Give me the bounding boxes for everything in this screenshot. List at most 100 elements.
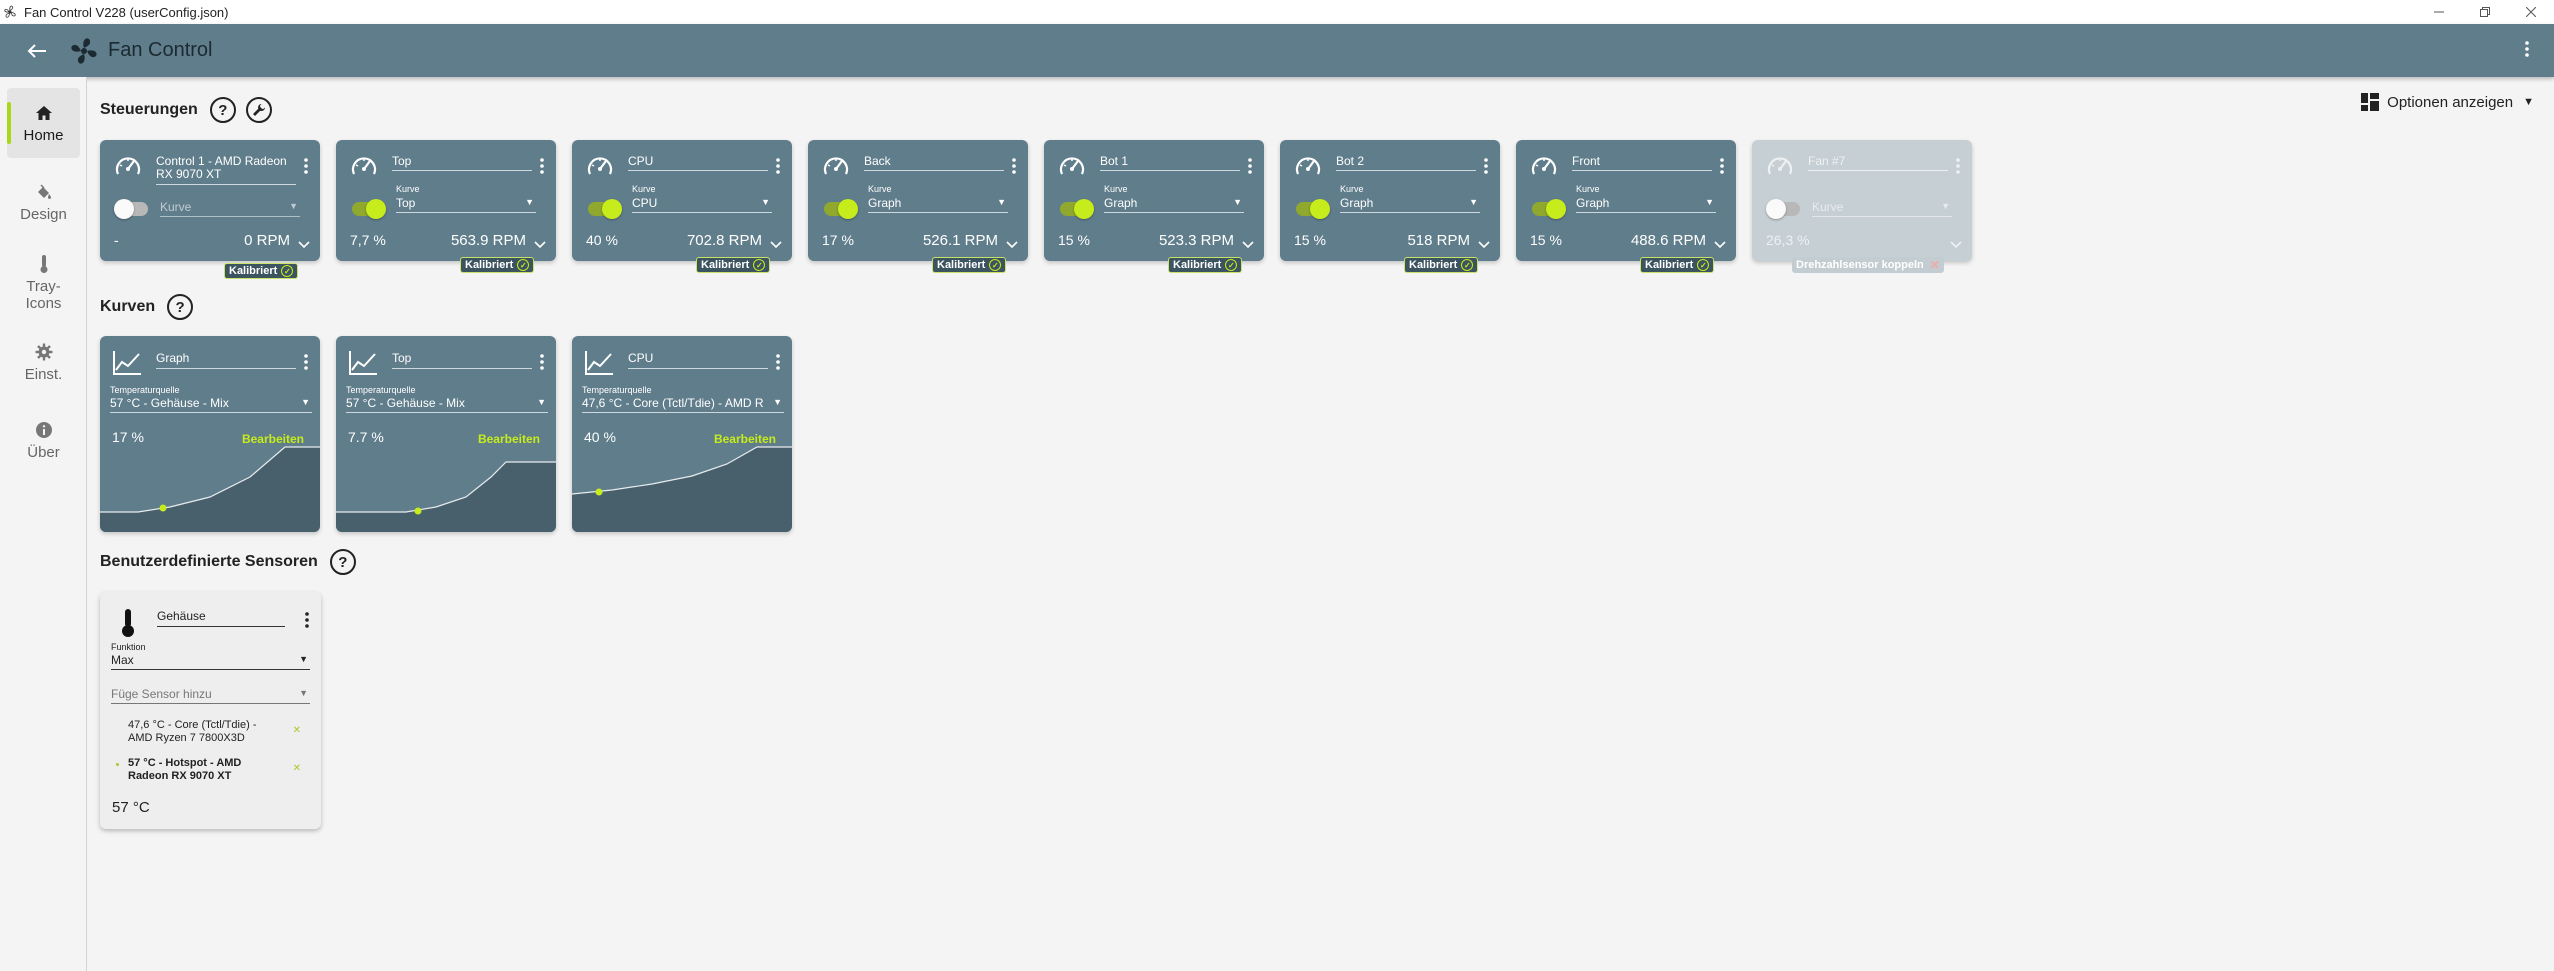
enable-toggle[interactable] (1296, 199, 1330, 219)
curve-select[interactable]: CPU▼ (632, 196, 772, 213)
sidebar-item-settings[interactable]: Einst. (7, 327, 80, 397)
active-dot (116, 763, 119, 766)
control-name-input[interactable]: Control 1 - AMD Radeon RX 9070 XT (156, 155, 296, 185)
app-title: Fan Control (108, 39, 213, 61)
show-options-button[interactable]: Optionen anzeigen ▼ (2361, 93, 2534, 111)
chevron-down-icon[interactable] (1950, 236, 1962, 249)
add-sensor-select[interactable]: Füge Sensor hinzu ▼ (111, 687, 310, 704)
chevron-down-icon[interactable] (1478, 236, 1490, 249)
more-vertical-icon[interactable] (776, 158, 780, 174)
temperature-source-select[interactable]: 57 °C - Gehäuse - Mix▼ (346, 396, 548, 413)
sidebar: Home Design Tray- Icons Einst. Über (0, 77, 87, 971)
curve-select[interactable]: Graph▼ (1340, 196, 1480, 213)
enable-toggle[interactable] (114, 199, 148, 219)
sidebar-item-about[interactable]: Über (7, 405, 80, 475)
control-name-input[interactable]: Fan #7 (1808, 155, 1948, 171)
function-value: Max (111, 653, 134, 667)
enable-toggle[interactable] (1060, 199, 1094, 219)
minimize-icon[interactable] (2416, 0, 2462, 24)
chevron-down-icon[interactable] (1006, 236, 1018, 249)
chevron-down-icon[interactable] (770, 236, 782, 249)
temperature-source-value: 47,6 °C - Core (Tctl/Tdie) - AMD R (582, 396, 764, 410)
sidebar-item-home[interactable]: Home (7, 88, 80, 158)
control-name-input[interactable]: CPU (628, 155, 768, 171)
curve-graph[interactable] (336, 442, 556, 532)
control-name-input[interactable]: Top (392, 155, 532, 171)
function-select[interactable]: Max ▼ (111, 653, 310, 670)
remove-entry-icon[interactable]: ✕ (292, 725, 301, 736)
chevron-down-icon: ▼ (1233, 197, 1242, 207)
chevron-down-icon[interactable] (1242, 236, 1254, 249)
badge-label: Kalibriert (937, 259, 986, 271)
enable-toggle[interactable] (824, 199, 858, 219)
control-name-input[interactable]: Front (1572, 155, 1712, 171)
sidebar-item-design[interactable]: Design (7, 167, 80, 237)
control-name-input[interactable]: Bot 1 (1100, 155, 1240, 171)
enable-toggle[interactable] (1532, 199, 1566, 219)
more-vertical-icon[interactable] (2514, 36, 2540, 62)
control-name-input[interactable]: Back (864, 155, 1004, 171)
remove-entry-icon[interactable]: ✕ (292, 763, 301, 774)
speedometer-icon (1530, 154, 1558, 178)
chevron-down-icon[interactable] (298, 236, 310, 249)
edit-curve-button[interactable]: Bearbeiten (241, 432, 304, 446)
curve-name-input[interactable]: CPU (628, 351, 768, 369)
more-vertical-icon[interactable] (1248, 158, 1252, 174)
edit-curve-button[interactable]: Bearbeiten (713, 432, 776, 446)
help-button[interactable]: ? (329, 549, 356, 575)
edit-curve-button[interactable]: Bearbeiten (477, 432, 540, 446)
control-name-input[interactable]: Bot 2 (1336, 155, 1476, 171)
chevron-down-icon[interactable] (534, 236, 546, 249)
close-icon[interactable] (2508, 0, 2554, 24)
sensor-name-input[interactable]: Gehäuse (157, 609, 285, 627)
pair-sensor-badge[interactable]: Drehzahlsensor koppeln✕ (1792, 257, 1944, 273)
caret-down-icon: ▼ (2523, 96, 2534, 108)
curve-name-input[interactable]: Top (392, 351, 532, 369)
curve-select[interactable]: Graph▼ (868, 196, 1008, 213)
window-title-bar: Fan Control V228 (userConfig.json) (0, 0, 2554, 24)
curve-select[interactable]: Kurve▼ (1812, 200, 1952, 217)
restore-icon[interactable] (2462, 0, 2508, 24)
curve-select[interactable]: Graph▼ (1576, 196, 1716, 213)
enable-toggle[interactable] (588, 199, 622, 219)
help-button[interactable]: ? (167, 294, 194, 320)
window-title: Fan Control V228 (userConfig.json) (24, 4, 229, 20)
arrow-left-icon[interactable] (22, 36, 52, 66)
curve-area (572, 447, 792, 532)
control-rpm: 488.6 RPM (1630, 232, 1706, 249)
fan-app-icon (2, 4, 18, 20)
enable-toggle[interactable] (1766, 199, 1800, 219)
more-vertical-icon[interactable] (304, 354, 308, 370)
more-vertical-icon[interactable] (305, 612, 309, 628)
app-bar: Fan Control (0, 24, 2554, 77)
curve-select[interactable]: Graph▼ (1104, 196, 1244, 213)
sidebar-item-label: Tray- Icons (25, 277, 62, 312)
more-vertical-icon[interactable] (540, 354, 544, 370)
wrench-icon[interactable] (245, 97, 272, 123)
curve-graph[interactable] (100, 442, 320, 532)
enable-toggle[interactable] (352, 199, 386, 219)
temperature-source-select[interactable]: 57 °C - Gehäuse - Mix▼ (110, 396, 312, 413)
more-vertical-icon[interactable] (776, 354, 780, 370)
more-vertical-icon[interactable] (1484, 158, 1488, 174)
section-title-sensors: Benutzerdefinierte Sensoren ? (100, 549, 356, 575)
more-vertical-icon[interactable] (1956, 158, 1960, 174)
temperature-source-label: Temperaturquelle (110, 385, 180, 395)
curve-name-input[interactable]: Graph (156, 351, 296, 369)
chevron-down-icon: ▼ (761, 197, 770, 207)
curve-select[interactable]: Kurve▼ (160, 200, 300, 217)
curve-graph[interactable] (572, 442, 792, 532)
sidebar-item-tray-icons[interactable]: Tray- Icons (7, 242, 80, 322)
temperature-source-select[interactable]: 47,6 °C - Core (Tctl/Tdie) - AMD R▼ (582, 396, 784, 413)
chevron-down-icon[interactable] (1714, 236, 1726, 249)
more-vertical-icon[interactable] (304, 158, 308, 174)
curve-select[interactable]: Top▼ (396, 196, 536, 213)
help-button[interactable]: ? (209, 97, 236, 123)
more-vertical-icon[interactable] (540, 158, 544, 174)
more-vertical-icon[interactable] (1012, 158, 1016, 174)
more-vertical-icon[interactable] (1720, 158, 1724, 174)
curve-value: Graph (1340, 196, 1374, 210)
